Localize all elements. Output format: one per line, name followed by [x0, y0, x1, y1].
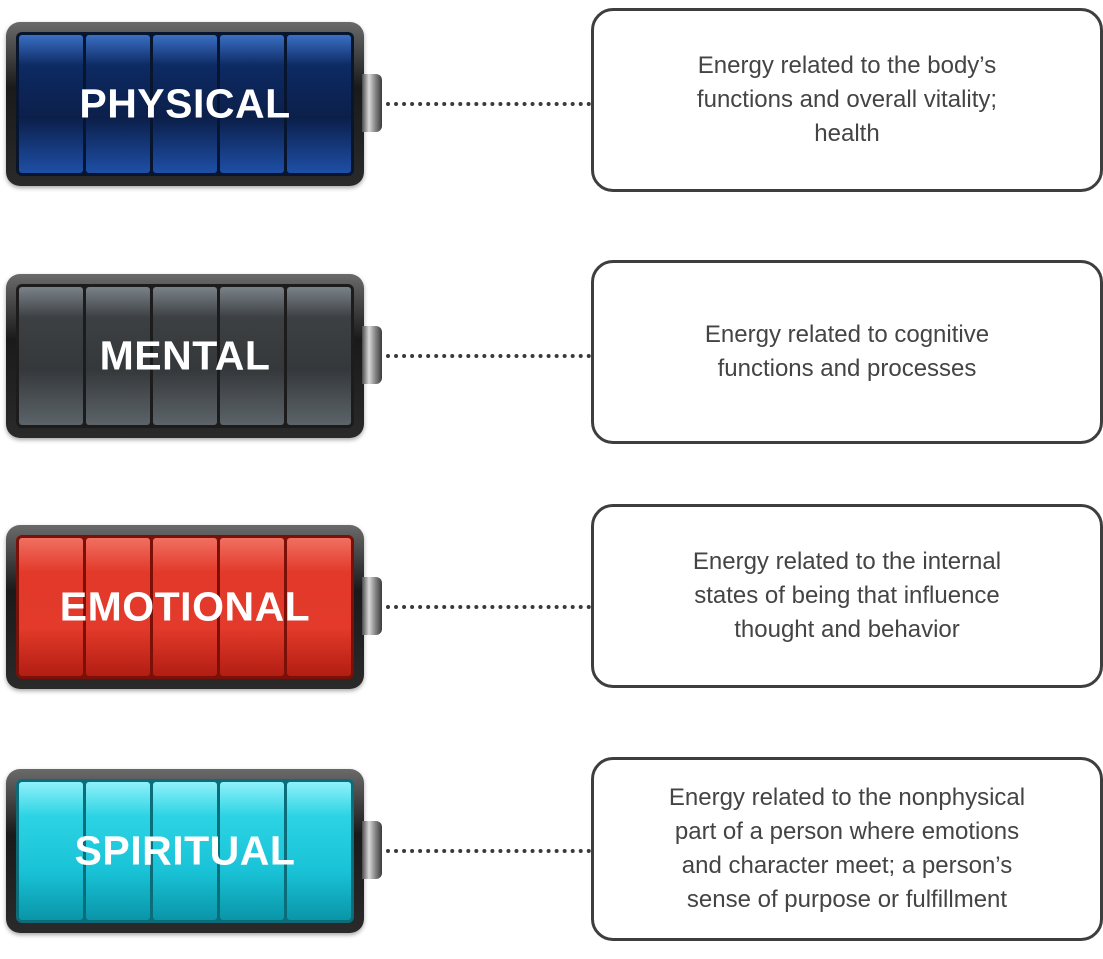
description-line: health — [814, 120, 880, 147]
description-line: part of a person where emotions — [674, 818, 1020, 845]
row-spiritual: SPIRITUAL Energy related to the nonphysi… — [0, 757, 1103, 959]
battery-cell — [287, 538, 351, 676]
description-line: Energy related to the internal — [692, 548, 1002, 575]
battery-cell — [19, 287, 83, 425]
battery-cell — [287, 35, 351, 173]
battery-cells — [16, 32, 354, 176]
battery-cell — [19, 538, 83, 676]
description-line: states of being that influence — [694, 582, 1000, 609]
dotted-connector — [386, 102, 591, 106]
dotted-connector — [386, 354, 591, 358]
battery-cells — [16, 535, 354, 679]
battery-cell — [287, 782, 351, 920]
description-line: Energy related to the nonphysical — [668, 784, 1026, 811]
description-box: Energy related to the body’s functions a… — [591, 8, 1103, 192]
battery-cell — [19, 782, 83, 920]
battery-cell — [19, 35, 83, 173]
battery-terminal — [362, 74, 382, 132]
description-text: Energy related to the nonphysical part o… — [669, 781, 1025, 917]
description-line: functions and processes — [717, 355, 977, 382]
row-physical: PHYSICAL Energy related to the body’s fu… — [0, 8, 1103, 212]
battery-icon: MENTAL — [6, 274, 364, 438]
battery-terminal — [362, 326, 382, 384]
description-text: Energy related to the body’s functions a… — [697, 49, 997, 151]
battery-terminal — [362, 821, 382, 879]
battery-cell — [220, 538, 284, 676]
battery-cell — [86, 35, 150, 173]
battery-cell — [220, 782, 284, 920]
description-text: Energy related to the internal states of… — [693, 545, 1001, 647]
battery-cell — [153, 35, 217, 173]
battery-cell — [153, 782, 217, 920]
battery-cell — [287, 287, 351, 425]
description-box: Energy related to the nonphysical part o… — [591, 757, 1103, 941]
description-line: Energy related to cognitive — [704, 321, 990, 348]
battery-icon: EMOTIONAL — [6, 525, 364, 689]
battery-cell — [220, 287, 284, 425]
battery-cell — [86, 782, 150, 920]
battery-cells — [16, 284, 354, 428]
battery-cells — [16, 779, 354, 923]
battery-cell — [86, 538, 150, 676]
description-line: functions and overall vitality; — [696, 86, 998, 113]
description-box: Energy related to cognitive functions an… — [591, 260, 1103, 444]
row-emotional: EMOTIONAL Energy related to the internal… — [0, 504, 1103, 715]
dotted-connector — [386, 849, 591, 853]
battery-icon: PHYSICAL — [6, 22, 364, 186]
battery-cell — [86, 287, 150, 425]
description-line: Energy related to the body’s — [697, 52, 997, 79]
battery-terminal — [362, 577, 382, 635]
description-line: thought and behavior — [734, 616, 960, 643]
battery-cell — [220, 35, 284, 173]
description-box: Energy related to the internal states of… — [591, 504, 1103, 688]
dotted-connector — [386, 605, 591, 609]
description-line: sense of purpose or fulfillment — [686, 886, 1008, 913]
description-text: Energy related to cognitive functions an… — [705, 318, 989, 386]
row-mental: MENTAL Energy related to cognitive funct… — [0, 260, 1103, 464]
battery-icon: SPIRITUAL — [6, 769, 364, 933]
description-line: and character meet; a person’s — [681, 852, 1013, 879]
battery-cell — [153, 538, 217, 676]
battery-cell — [153, 287, 217, 425]
